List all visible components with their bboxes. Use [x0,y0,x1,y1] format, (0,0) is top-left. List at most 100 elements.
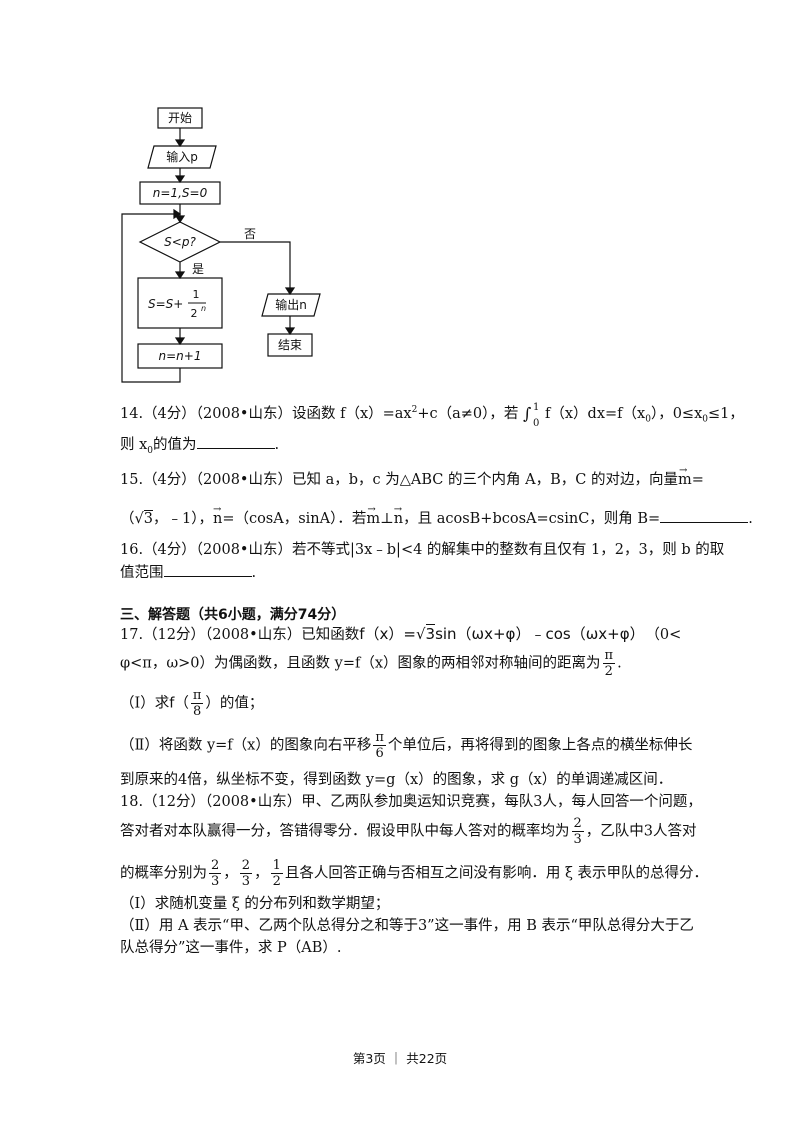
q17-func-a: f（x）= [359,625,416,643]
condition-label: S<p? [164,235,196,249]
q18-comma-2: ， [254,865,269,882]
q18-f1-den: 3 [211,874,220,889]
q17-p2-den: 6 [375,746,384,761]
q15-l2-a: （ [120,511,135,527]
q14-text-c: f（x）dx=f（x [545,405,646,422]
q18-l2-b: ，乙队中3人答对 [585,823,697,840]
q14-line1: 14.（4分）（2008•山东）设函数 f（x）=ax2+c（a≠0），若 ∫ … [120,400,744,430]
perp-n: →n [393,504,404,527]
section-heading: 三、解答题（共6小题，满分74分） [120,607,346,623]
q16-answer-blank[interactable] [163,562,252,577]
q18-comma-1: ， [223,865,238,882]
vector-n-letter: n [212,511,223,527]
q14-line2: 则 x0的值为. [120,434,279,461]
q17-p1-num: π [190,688,204,704]
q17-l2-end: . [617,655,622,672]
q14-answer-blank[interactable] [196,434,275,449]
q17-l1-c: （0< [652,627,682,643]
start-label: 开始 [168,111,192,125]
yes-label: 是 [192,262,204,276]
loop-arrow [121,213,181,383]
assign-den: 2 [191,307,198,320]
q16-l2-end: . [251,565,257,581]
q14-text-b: +c（a≠0），若 [417,405,519,422]
q15-eq: = [691,472,704,488]
q18-part1: （Ⅰ）求随机变量 ξ 的分布列和数学期望； [120,896,390,912]
vector-n: →n [212,504,223,527]
q14-text-d: ），0≤x [650,405,703,422]
q17-p1-f: f（ [169,695,189,712]
q17-p1-den: 8 [192,704,202,719]
q15-l2-c: =（cosA，sinA）．若 [222,511,367,527]
q17-func-b: sin（ωx+φ）﹣cos（ωx+φ） [435,625,645,643]
q18-f3-num: 1 [270,858,283,874]
q15-l2-end: . [748,511,753,527]
sqrt-arg: 3 [143,510,153,527]
q17-l2-a: φ<π，ω>0）为偶函数，且函数 y=f（x）图象的两相邻对称轴间的距离为 [120,655,601,672]
q17-function: f（x）=√3sin（ωx+φ）﹣cos（ωx+φ） [359,624,645,643]
q18-f3-den: 2 [272,874,281,889]
q15-line2: （√3，﹣1），→n=（cosA，sinA）．若→m⊥→n，且 acosB+bc… [120,504,753,529]
q15-answer-blank[interactable] [660,508,749,523]
q18-l2-a: 答对者对本队赢得一分，答错得零分．假设甲队中每人答对的概率均为 [120,823,570,840]
q14-text-a: 14.（4分）（2008•山东）设函数 f（x）=ax [120,405,412,422]
q17-frac-den: 2 [604,664,613,679]
q15-text: 15.（4分）（2008•山东）已知 a，b，c 为△ABC 的三个内角 A，B… [120,472,678,488]
output-parallelogram [261,293,321,317]
vector-m-letter: m [677,472,692,488]
q18-part2-line2: 队总得分”这一事件，求 P（AB）. [120,940,342,956]
q18-f2-num: 2 [239,858,253,874]
q15-l2-b: ，﹣1）， [152,511,213,527]
q14-sub: 0 [645,414,651,425]
q14-sup: 2 [411,405,418,415]
q16-line2: 值范围. [120,562,256,583]
q17-frac-num: π [602,648,616,664]
no-arrow [220,241,291,290]
input-parallelogram [147,145,217,169]
output-label: 输出n [275,297,307,312]
q18-line1: 18.（12分）（2008•山东）甲、乙两队参加奥运知识竞赛，每队3人，每人回答… [120,794,702,810]
no-label: 否 [244,227,256,241]
vector-m: →m [677,465,692,488]
perp-symbol: ⊥ [380,511,394,527]
q14-line2-b: 的值为 [153,437,197,453]
page-footer: 第3页 ｜ 共22页 [352,1051,448,1066]
perp-m-letter: m [366,511,381,527]
assign-exp: n [201,304,206,313]
integral-upper: 1 [533,401,540,413]
init-label: n=1,S=0 [153,186,208,200]
q18-f1-num: 2 [209,858,222,874]
q18-f2-den: 3 [241,874,251,889]
end-label: 结束 [278,338,302,352]
q18-l3-b: 且各人回答正确与否相互之间没有影响．用 ξ 表示甲队的总得分． [284,865,709,882]
q16-line1: 16.（4分）（2008•山东）若不等式|3x﹣b|<4 的解集中的整数有且仅有… [120,542,725,558]
assign-num: 1 [193,288,200,301]
assign-left: S=S+ [148,297,183,311]
q17-p2-num: π [373,730,386,746]
q17-p1-a: （Ⅰ）求 [120,695,170,712]
q17-l1-a: 17.（12分）（2008•山东）已知函数 [120,627,360,643]
q15-line1: 15.（4分）（2008•山东）已知 a，b，c 为△ABC 的三个内角 A，B… [120,465,704,490]
q17-p1-b: ）的值； [205,695,264,712]
q17-line1: 17.（12分）（2008•山东）已知函数f（x）=√3sin（ωx+φ）﹣co… [120,624,681,645]
q14-text-e: ≤1， [708,405,744,422]
end-box [267,333,313,357]
perp-m: →m [366,504,381,527]
q18-p-num: 2 [571,816,584,832]
q16-l2-text: 值范围 [120,565,164,581]
q18-l3-a: 的概率分别为 [120,865,207,882]
input-label: 输入p [166,149,198,164]
q14-sub-c: 0 [147,445,154,456]
